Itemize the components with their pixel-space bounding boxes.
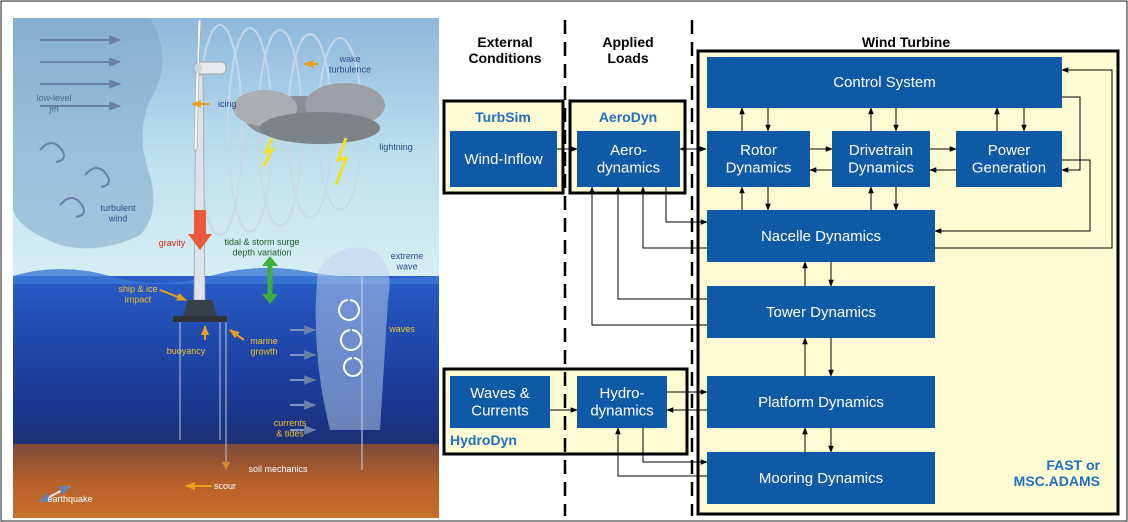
svg-text:Aero-dynamics: Aero-dynamics xyxy=(597,142,660,176)
header-wind-turbine: Wind Turbine xyxy=(862,34,950,50)
marine-growth-arrow xyxy=(229,329,245,341)
svg-text:Hydro-dynamics: Hydro-dynamics xyxy=(590,385,653,419)
block-tower-dynamics: Tower Dynamics xyxy=(707,286,935,338)
storm-cloud xyxy=(233,83,385,144)
turbulent-wind-cloud xyxy=(13,18,163,249)
lightning-bolt xyxy=(262,137,275,167)
svg-text:Mooring Dynamics: Mooring Dynamics xyxy=(759,470,883,487)
feedback-line xyxy=(934,159,1091,234)
wave-orbit xyxy=(340,329,362,351)
turbulence-swirl xyxy=(59,197,85,218)
hydro-feedback xyxy=(615,427,707,477)
wave-orbit xyxy=(343,357,363,377)
block-nacelle-dynamics: Nacelle Dynamics xyxy=(707,210,935,262)
hydro-feedback xyxy=(642,428,708,465)
aero-feedback xyxy=(640,186,707,249)
label-buoyancy: buoyancy xyxy=(167,346,206,356)
feedback-line xyxy=(1061,96,1081,173)
label-lightning: lightning xyxy=(379,142,413,152)
label-earthquake: earthquake xyxy=(47,494,92,504)
group-label-aerodyn: AeroDyn xyxy=(599,109,657,125)
block-waves-currents: Waves &Currents xyxy=(450,376,550,428)
label-currents-tides: currents& tides xyxy=(274,418,307,438)
wave-orbit xyxy=(338,299,360,321)
group-label-turbsim: TurbSim xyxy=(475,109,531,125)
lightning-bolt xyxy=(334,137,349,186)
ship-ice-arrow xyxy=(159,289,187,301)
label-gravity: gravity xyxy=(159,238,186,248)
extreme-wave-shape xyxy=(315,247,390,430)
tidal-arrowhead-up xyxy=(262,256,278,266)
tidal-arrowhead-down xyxy=(262,294,278,304)
earthquake-arrow xyxy=(38,485,72,503)
svg-text:Tower Dynamics: Tower Dynamics xyxy=(766,304,876,321)
group-label-hydrodyn: HydroDyn xyxy=(450,432,517,448)
block-hydrodynamics: Hydro-dynamics xyxy=(577,376,667,428)
svg-text:Waves &Currents: Waves &Currents xyxy=(470,385,529,419)
svg-text:Platform Dynamics: Platform Dynamics xyxy=(758,394,884,411)
block-control-system: Control System xyxy=(707,57,1062,108)
label-icing: icing xyxy=(218,99,237,109)
label-waves: waves xyxy=(388,324,415,334)
wind-turbine-panel xyxy=(696,49,1120,516)
aero-feedback xyxy=(615,186,707,300)
gravity-arrow xyxy=(194,210,206,236)
turbulence-swirl xyxy=(39,142,65,163)
aero-feedback xyxy=(589,186,707,326)
svg-text:Wind-Inflow: Wind-Inflow xyxy=(464,151,543,168)
block-aerodynamics: Aero-dynamics xyxy=(577,131,680,187)
label-scour: scour xyxy=(214,481,236,491)
block-wind-inflow: Wind-Inflow xyxy=(450,131,557,187)
block-mooring-dynamics: Mooring Dynamics xyxy=(707,452,935,504)
label-soil-mechanics: soil mechanics xyxy=(248,464,308,474)
gravity-arrowhead xyxy=(188,234,212,250)
feedback-line xyxy=(935,67,1113,249)
block-platform-dynamics: Platform Dynamics xyxy=(707,376,935,428)
svg-text:Control System: Control System xyxy=(833,74,936,91)
aero-feedback xyxy=(665,187,708,225)
turbulence-swirl xyxy=(84,167,110,188)
svg-text:Nacelle Dynamics: Nacelle Dynamics xyxy=(761,228,881,245)
